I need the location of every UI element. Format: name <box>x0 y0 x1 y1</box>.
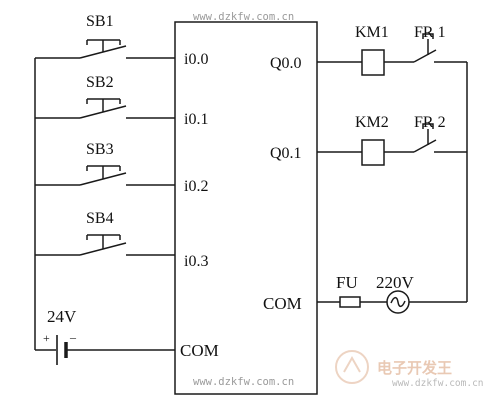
pushbutton-label: SB2 <box>86 74 114 91</box>
watermark-logo-text: 电子开发王 <box>377 359 452 377</box>
watermark-url-top: www.dzkfw.com.cn <box>193 11 294 23</box>
pushbutton-sb1 <box>35 39 175 59</box>
supply-minus-label: – <box>69 330 77 344</box>
contactor-coil-km1 <box>361 49 385 76</box>
ac-voltage-label: 220V <box>376 273 415 292</box>
output-terminal-label: Q0.1 <box>270 145 302 162</box>
contactor-label: KM2 <box>355 114 389 131</box>
pushbutton-sb2 <box>35 98 175 119</box>
output-line-q0-1 <box>317 123 467 166</box>
contactor-coil-km2 <box>361 139 385 166</box>
output-line-q0-0 <box>317 33 467 76</box>
input-terminal-label: i0.1 <box>184 111 208 128</box>
supply-plus-label: + <box>43 331 50 345</box>
pushbutton-sb3 <box>35 165 175 186</box>
overload-label: FR 1 <box>414 24 446 41</box>
overload-contact-fr2 <box>413 139 437 153</box>
pushbutton-label: SB1 <box>86 13 114 30</box>
output-com-label: COM <box>263 294 302 313</box>
overload-label: FR 2 <box>414 114 446 131</box>
input-terminal-label: i0.0 <box>184 51 208 68</box>
watermark-url-bottom: www.dzkfw.com.cn <box>193 376 294 388</box>
pushbutton-label: SB4 <box>86 210 114 227</box>
fuse-label: FU <box>336 273 358 292</box>
input-com-label: COM <box>180 341 219 360</box>
overload-contact-fr1 <box>413 49 437 63</box>
input-terminal-label: i0.3 <box>184 253 208 270</box>
contactor-label: KM1 <box>355 24 389 41</box>
output-com-line <box>317 290 467 314</box>
watermark-logo <box>335 350 369 384</box>
pushbutton-label: SB3 <box>86 141 114 158</box>
input-terminal-label: i0.2 <box>184 178 208 195</box>
output-terminal-label: Q0.0 <box>270 55 302 72</box>
plc-module-box <box>174 21 318 395</box>
supply-voltage-label: 24V <box>47 307 77 326</box>
fuse-fu <box>339 296 361 308</box>
dc-supply-24v <box>35 335 175 365</box>
watermark-logo-url: www.dzkfw.com.cn <box>392 378 484 389</box>
logo-emblem-icon <box>335 350 369 384</box>
pushbutton-sb4 <box>35 234 175 256</box>
